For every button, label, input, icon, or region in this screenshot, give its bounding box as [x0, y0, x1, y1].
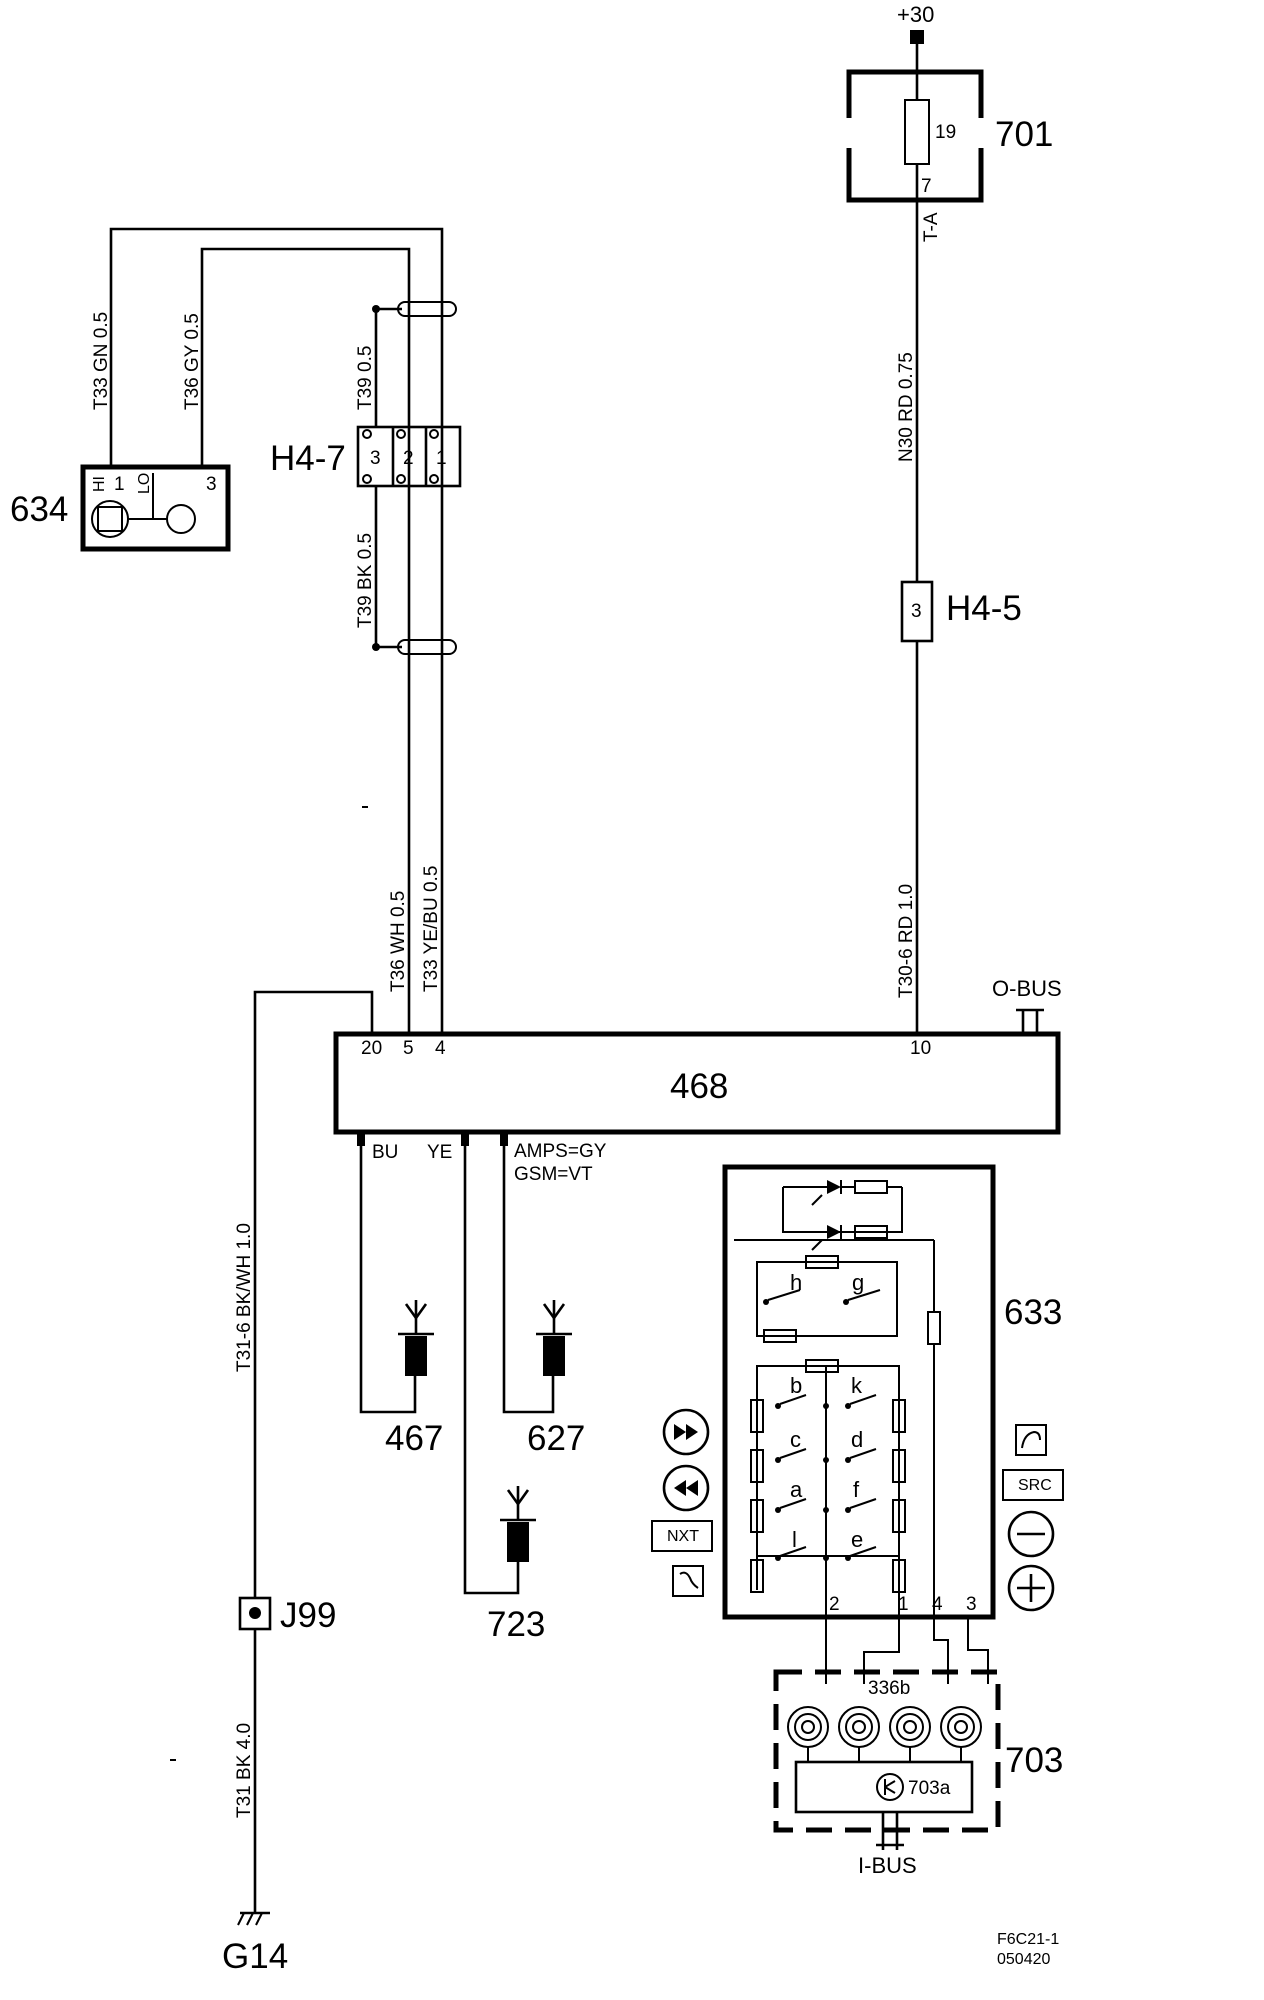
wire-label-t36-gy: T36 GY 0.5 [182, 313, 203, 410]
out-bu-label: BU [372, 1142, 398, 1163]
switch-unit-id: 633 [1004, 1293, 1062, 1332]
out-amps-label: AMPS=GY [514, 1141, 607, 1162]
clockspring-contact: 336b [868, 1678, 910, 1699]
wire-label-t31: T31 BK 4.0 [234, 1723, 255, 1818]
fast-forward-icon [662, 1408, 710, 1456]
mic-pin-3: 3 [206, 474, 217, 495]
switch-d: d [851, 1427, 863, 1452]
connector-h4-7: 3 2 1 H4-7 [270, 425, 462, 488]
ground-id: G14 [222, 1937, 288, 1976]
connector-h4-5-pin: 3 [911, 601, 922, 622]
src-label: SRC [1018, 1477, 1052, 1494]
switch-unit-pin-2: 2 [829, 1594, 840, 1615]
clockspring-703: 336b 703 703a I-BUS [773, 1669, 1063, 1878]
fuse-tap-label: T-A [921, 212, 942, 242]
fuse-box-id: 701 [995, 115, 1053, 154]
wire-label-t30-6: T30-6 RD 1.0 [896, 884, 917, 998]
supply-terminal: +30 [897, 2, 934, 72]
switch-f: f [853, 1477, 860, 1502]
module-pin-20: 20 [361, 1038, 382, 1059]
switch-k: k [851, 1373, 863, 1398]
antenna-723-id: 723 [487, 1605, 545, 1644]
next-button-icon: NXT [651, 1520, 713, 1552]
switch-unit-pin-3: 3 [966, 1594, 977, 1615]
microphone-id: 634 [10, 490, 68, 529]
microphone-634: HI 1 LO 3 634 [10, 464, 231, 552]
module-468: 20 5 4 10 468 O-BUS BU YE AMPS=GY GSM=VT [333, 976, 1062, 1185]
wire-label-t36-wh: T36 WH 0.5 [388, 891, 409, 992]
next-label: NXT [667, 1528, 699, 1545]
switch-l: l [792, 1527, 797, 1552]
antenna-627: 627 [527, 1300, 585, 1458]
mic-pin-hi: HI [91, 476, 108, 492]
fuse-box-701: 19 7 701 T-A [840, 69, 1053, 242]
volume-up-icon [1007, 1564, 1055, 1612]
switch-c: c [790, 1427, 801, 1452]
wire-label-t33-gn: T33 GN 0.5 [91, 312, 112, 410]
h4-7-pin-2: 2 [403, 448, 414, 469]
rewind-icon [662, 1464, 710, 1512]
out-ye-label: YE [427, 1142, 452, 1163]
switch-e: e [851, 1527, 863, 1552]
module-pin-10: 10 [910, 1038, 931, 1059]
out-gsm-label: GSM=VT [514, 1164, 593, 1185]
module-pin-5: 5 [403, 1038, 414, 1059]
module-id: 468 [670, 1067, 728, 1106]
ibus-label: I-BUS [858, 1853, 917, 1878]
wire-label-n30: N30 RD 0.75 [896, 352, 917, 462]
h4-7-pin-1: 1 [436, 448, 447, 469]
voice-command-icon [1015, 1424, 1047, 1456]
diagram-date: 050420 [997, 1951, 1050, 1968]
obus-label: O-BUS [992, 976, 1062, 1001]
module-pin-4: 4 [435, 1038, 446, 1059]
clockspring-sub-id: 703a [908, 1778, 951, 1799]
clockspring-id: 703 [1005, 1741, 1063, 1780]
switch-a: a [790, 1477, 803, 1502]
wire-label-t39-top: T39 0.5 [355, 346, 376, 410]
connector-h4-5-id: H4-5 [946, 589, 1022, 628]
switch-unit-pin-4: 4 [932, 1594, 943, 1615]
source-button-icon: SRC [1002, 1469, 1064, 1501]
connector-h4-7-id: H4-7 [270, 439, 346, 478]
antenna-627-id: 627 [527, 1419, 585, 1458]
wire-label-t31-6: T31-6 BK/WH 1.0 [234, 1223, 255, 1372]
switch-b: b [790, 1373, 802, 1398]
wire-label-t33-yebu: T33 YE/BU 0.5 [421, 866, 442, 992]
fuse-number: 19 [935, 122, 956, 143]
switch-unit-pin-1: 1 [898, 1594, 909, 1615]
connector-h4-5: 3 H4-5 [900, 580, 1022, 643]
switch-unit-633: 633 h g [722, 1164, 1062, 1620]
supply-label: +30 [897, 2, 934, 27]
diagram-code: F6C21-1 [997, 1931, 1059, 1948]
antenna-723: 723 [487, 1486, 545, 1644]
wire-label-t39-bk: T39 BK 0.5 [355, 533, 376, 628]
switch-h: h [790, 1270, 802, 1295]
antenna-467-id: 467 [385, 1419, 443, 1458]
mic-pin-lo: LO [136, 473, 153, 494]
phone-icon [672, 1565, 704, 1597]
antenna-467: 467 [385, 1300, 443, 1458]
junction-id: J99 [280, 1596, 336, 1635]
mic-pin-1: 1 [114, 474, 125, 495]
ground-g14: G14 [222, 1911, 288, 1976]
fuse-pin: 7 [921, 176, 932, 197]
h4-7-pin-3: 3 [370, 448, 381, 469]
volume-down-icon [1007, 1510, 1055, 1558]
junction-j99: J99 [238, 1596, 336, 1635]
switch-g: g [852, 1270, 864, 1295]
